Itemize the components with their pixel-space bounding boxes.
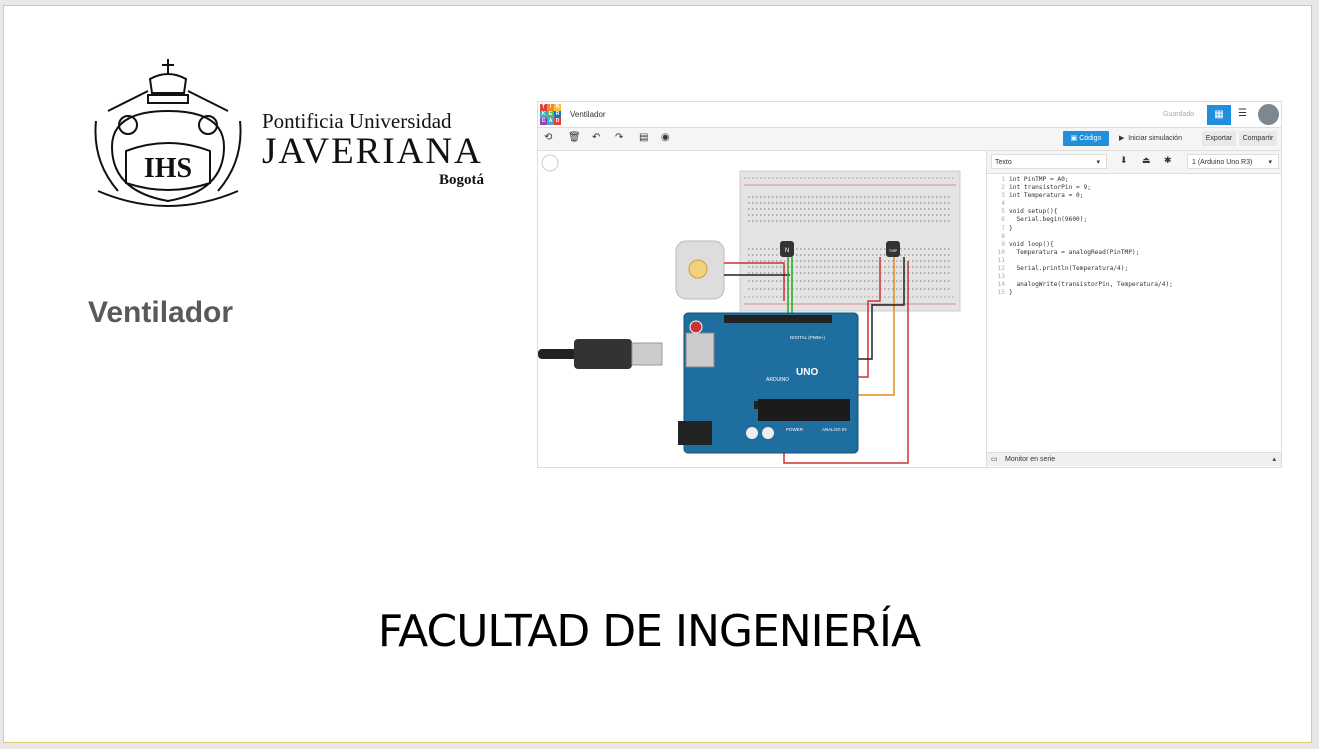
circuit-canvas[interactable]: N TMP xyxy=(538,151,986,467)
trash-icon[interactable]: 🗑 xyxy=(568,132,581,143)
tinkercad-screenshot: T I N K E R C A D Ventilador Guardado ▦ … xyxy=(537,101,1282,468)
temperature-sensor xyxy=(886,241,900,257)
university-name-line1: Pontificia Universidad xyxy=(262,109,452,133)
line-number: 2 xyxy=(1001,184,1005,192)
university-name-line2: JAVERIANA xyxy=(262,131,483,172)
motor-shaft xyxy=(688,259,708,279)
debug-bug-icon[interactable]: ✱ xyxy=(1164,155,1172,165)
zoom-fit-icon xyxy=(541,154,559,172)
serial-monitor-icon: ▭ xyxy=(991,456,998,463)
arduino-analog-label: ANALOG IN xyxy=(822,427,847,432)
transistor xyxy=(780,241,794,257)
share-button[interactable]: Compartir xyxy=(1239,131,1277,146)
code-line[interactable]: 1 int PinTMP = A0; xyxy=(987,176,1281,184)
transistor-label: N xyxy=(785,248,789,254)
line-number: 6 xyxy=(1001,216,1005,224)
line-number: 12 xyxy=(997,265,1005,273)
code-line[interactable]: 7} xyxy=(987,224,1281,233)
tinkercad-logo: T I N K E R C A D xyxy=(540,104,561,125)
export-button[interactable]: Exportar xyxy=(1202,131,1236,146)
expand-up-icon[interactable]: ▴ xyxy=(1272,456,1276,463)
serial-monitor-label: Monitor en serie xyxy=(1005,456,1056,463)
code-line[interactable]: 2 int transistorPin = 9; xyxy=(987,184,1281,192)
university-city: Bogotá xyxy=(439,172,484,188)
download-icon[interactable]: ⬇ xyxy=(1120,155,1128,165)
code-line[interactable]: 14 analogWrite(transistorPin, Temperatur… xyxy=(987,281,1281,289)
arduino-power-label: POWER xyxy=(786,427,804,432)
line-number: 10 xyxy=(997,248,1005,256)
code-mode-select[interactable]: Texto▾ xyxy=(991,154,1107,169)
rotate-icon[interactable]: ⟲ xyxy=(544,132,553,143)
undo-icon[interactable]: ↶ xyxy=(592,132,601,143)
serial-monitor-bar[interactable]: ▭ Monitor en serie ▴ xyxy=(987,452,1281,466)
circuit-drawing: N TMP xyxy=(538,154,961,464)
code-line[interactable]: 9 void loop(){ xyxy=(987,240,1281,249)
notes-icon[interactable]: ▤ xyxy=(639,132,649,143)
eye-icon[interactable]: ◉ xyxy=(661,132,670,143)
start-simulation-button[interactable]: ▶ Iniciar simulación xyxy=(1119,135,1182,142)
line-number: 13 xyxy=(997,273,1005,281)
code-line[interactable]: 5 void setup(){ xyxy=(987,208,1281,216)
user-avatar[interactable] xyxy=(1258,104,1279,125)
arduino-model-label: UNO xyxy=(796,367,818,378)
code-text: int Temperatura = 0; xyxy=(1009,192,1084,200)
upload-icon[interactable]: ⏏ xyxy=(1142,155,1151,165)
line-number: 14 xyxy=(997,281,1005,289)
university-name: Pontificia Universidad JAVERIANA Bogotá xyxy=(262,109,484,189)
slide-title: FACULTAD DE INGENIERÍA xyxy=(377,606,921,657)
code-line[interactable]: 4 xyxy=(987,200,1281,208)
code-editor-header: Texto▾ ⬇ ⏏ ✱ 1 (Arduino Uno R3)▾ xyxy=(987,151,1281,174)
redo-icon[interactable]: ↷ xyxy=(615,132,624,143)
line-number: 15 xyxy=(997,289,1005,297)
code-text: } xyxy=(1009,224,1013,232)
code-text: Serial.println(Temperatura/4); xyxy=(1009,265,1129,273)
line-number: 9 xyxy=(1001,240,1005,248)
circuit-view-button[interactable]: ▦ xyxy=(1207,105,1231,125)
code-text: } xyxy=(1009,289,1013,297)
tinkercad-toolbar: ⟲ 🗑 ↶ ↷ ▤ ◉ ▣ Código ▶ Iniciar simulació… xyxy=(538,128,1281,151)
code-text: Serial.begin(9600); xyxy=(1009,216,1088,224)
code-text: int transistorPin = 9; xyxy=(1009,184,1091,192)
arduino-digital-label: DIGITAL (PWM~) xyxy=(790,335,825,340)
seal-monogram: IHS xyxy=(144,153,192,184)
line-number: 4 xyxy=(1001,200,1005,208)
line-number: 1 xyxy=(1001,176,1005,183)
line-number: 7 xyxy=(1001,224,1005,232)
temperature-sensor-label: TMP xyxy=(889,248,898,253)
code-text: analogWrite(transistorPin, Temperatura/4… xyxy=(1009,281,1173,289)
line-number: 3 xyxy=(1001,192,1005,200)
usb-cable xyxy=(538,349,578,359)
slide-subtitle: Ventilador xyxy=(88,296,234,329)
arduino-brand-label: ARDUINO xyxy=(766,377,789,383)
breadboard xyxy=(739,170,961,312)
code-line[interactable]: 3 int Temperatura = 0; xyxy=(987,192,1281,200)
code-line[interactable]: 10 Temperatura = analogRead(PinTMP); xyxy=(987,248,1281,257)
code-line[interactable]: 8 xyxy=(987,232,1281,241)
line-number: 8 xyxy=(1001,232,1005,240)
code-lines[interactable]: 1 int PinTMP = A0; 2 int transistorPin = 9;… xyxy=(987,176,1281,297)
project-name[interactable]: Ventilador xyxy=(570,110,606,119)
code-line[interactable]: 15} xyxy=(987,289,1281,297)
tinkercad-top-bar: T I N K E R C A D Ventilador Guardado ▦ … xyxy=(538,102,1281,128)
code-line[interactable]: 12 Serial.println(Temperatura/4); xyxy=(987,265,1281,273)
components-list-icon[interactable]: ☰ xyxy=(1238,108,1247,119)
code-text: void loop(){ xyxy=(1009,240,1054,248)
line-number: 11 xyxy=(997,256,1005,264)
saved-status: Guardado xyxy=(1163,111,1195,118)
code-line[interactable]: 6 Serial.begin(9600); xyxy=(987,216,1281,224)
code-line[interactable]: 13 xyxy=(987,273,1281,281)
board-select[interactable]: 1 (Arduino Uno R3)▾ xyxy=(1187,154,1279,169)
code-editor-panel: Texto▾ ⬇ ⏏ ✱ 1 (Arduino Uno R3)▾ 1 int Pi… xyxy=(986,151,1281,467)
javeriana-seal-logo: IHS xyxy=(94,59,242,207)
code-button[interactable]: ▣ Código xyxy=(1063,131,1109,146)
line-number: 5 xyxy=(1001,208,1005,216)
code-text: Temperatura = analogRead(PinTMP); xyxy=(1009,248,1140,256)
code-text: int PinTMP = A0; xyxy=(1009,176,1069,183)
code-text: void setup(){ xyxy=(1009,208,1058,216)
code-line[interactable]: 11 xyxy=(987,256,1281,265)
